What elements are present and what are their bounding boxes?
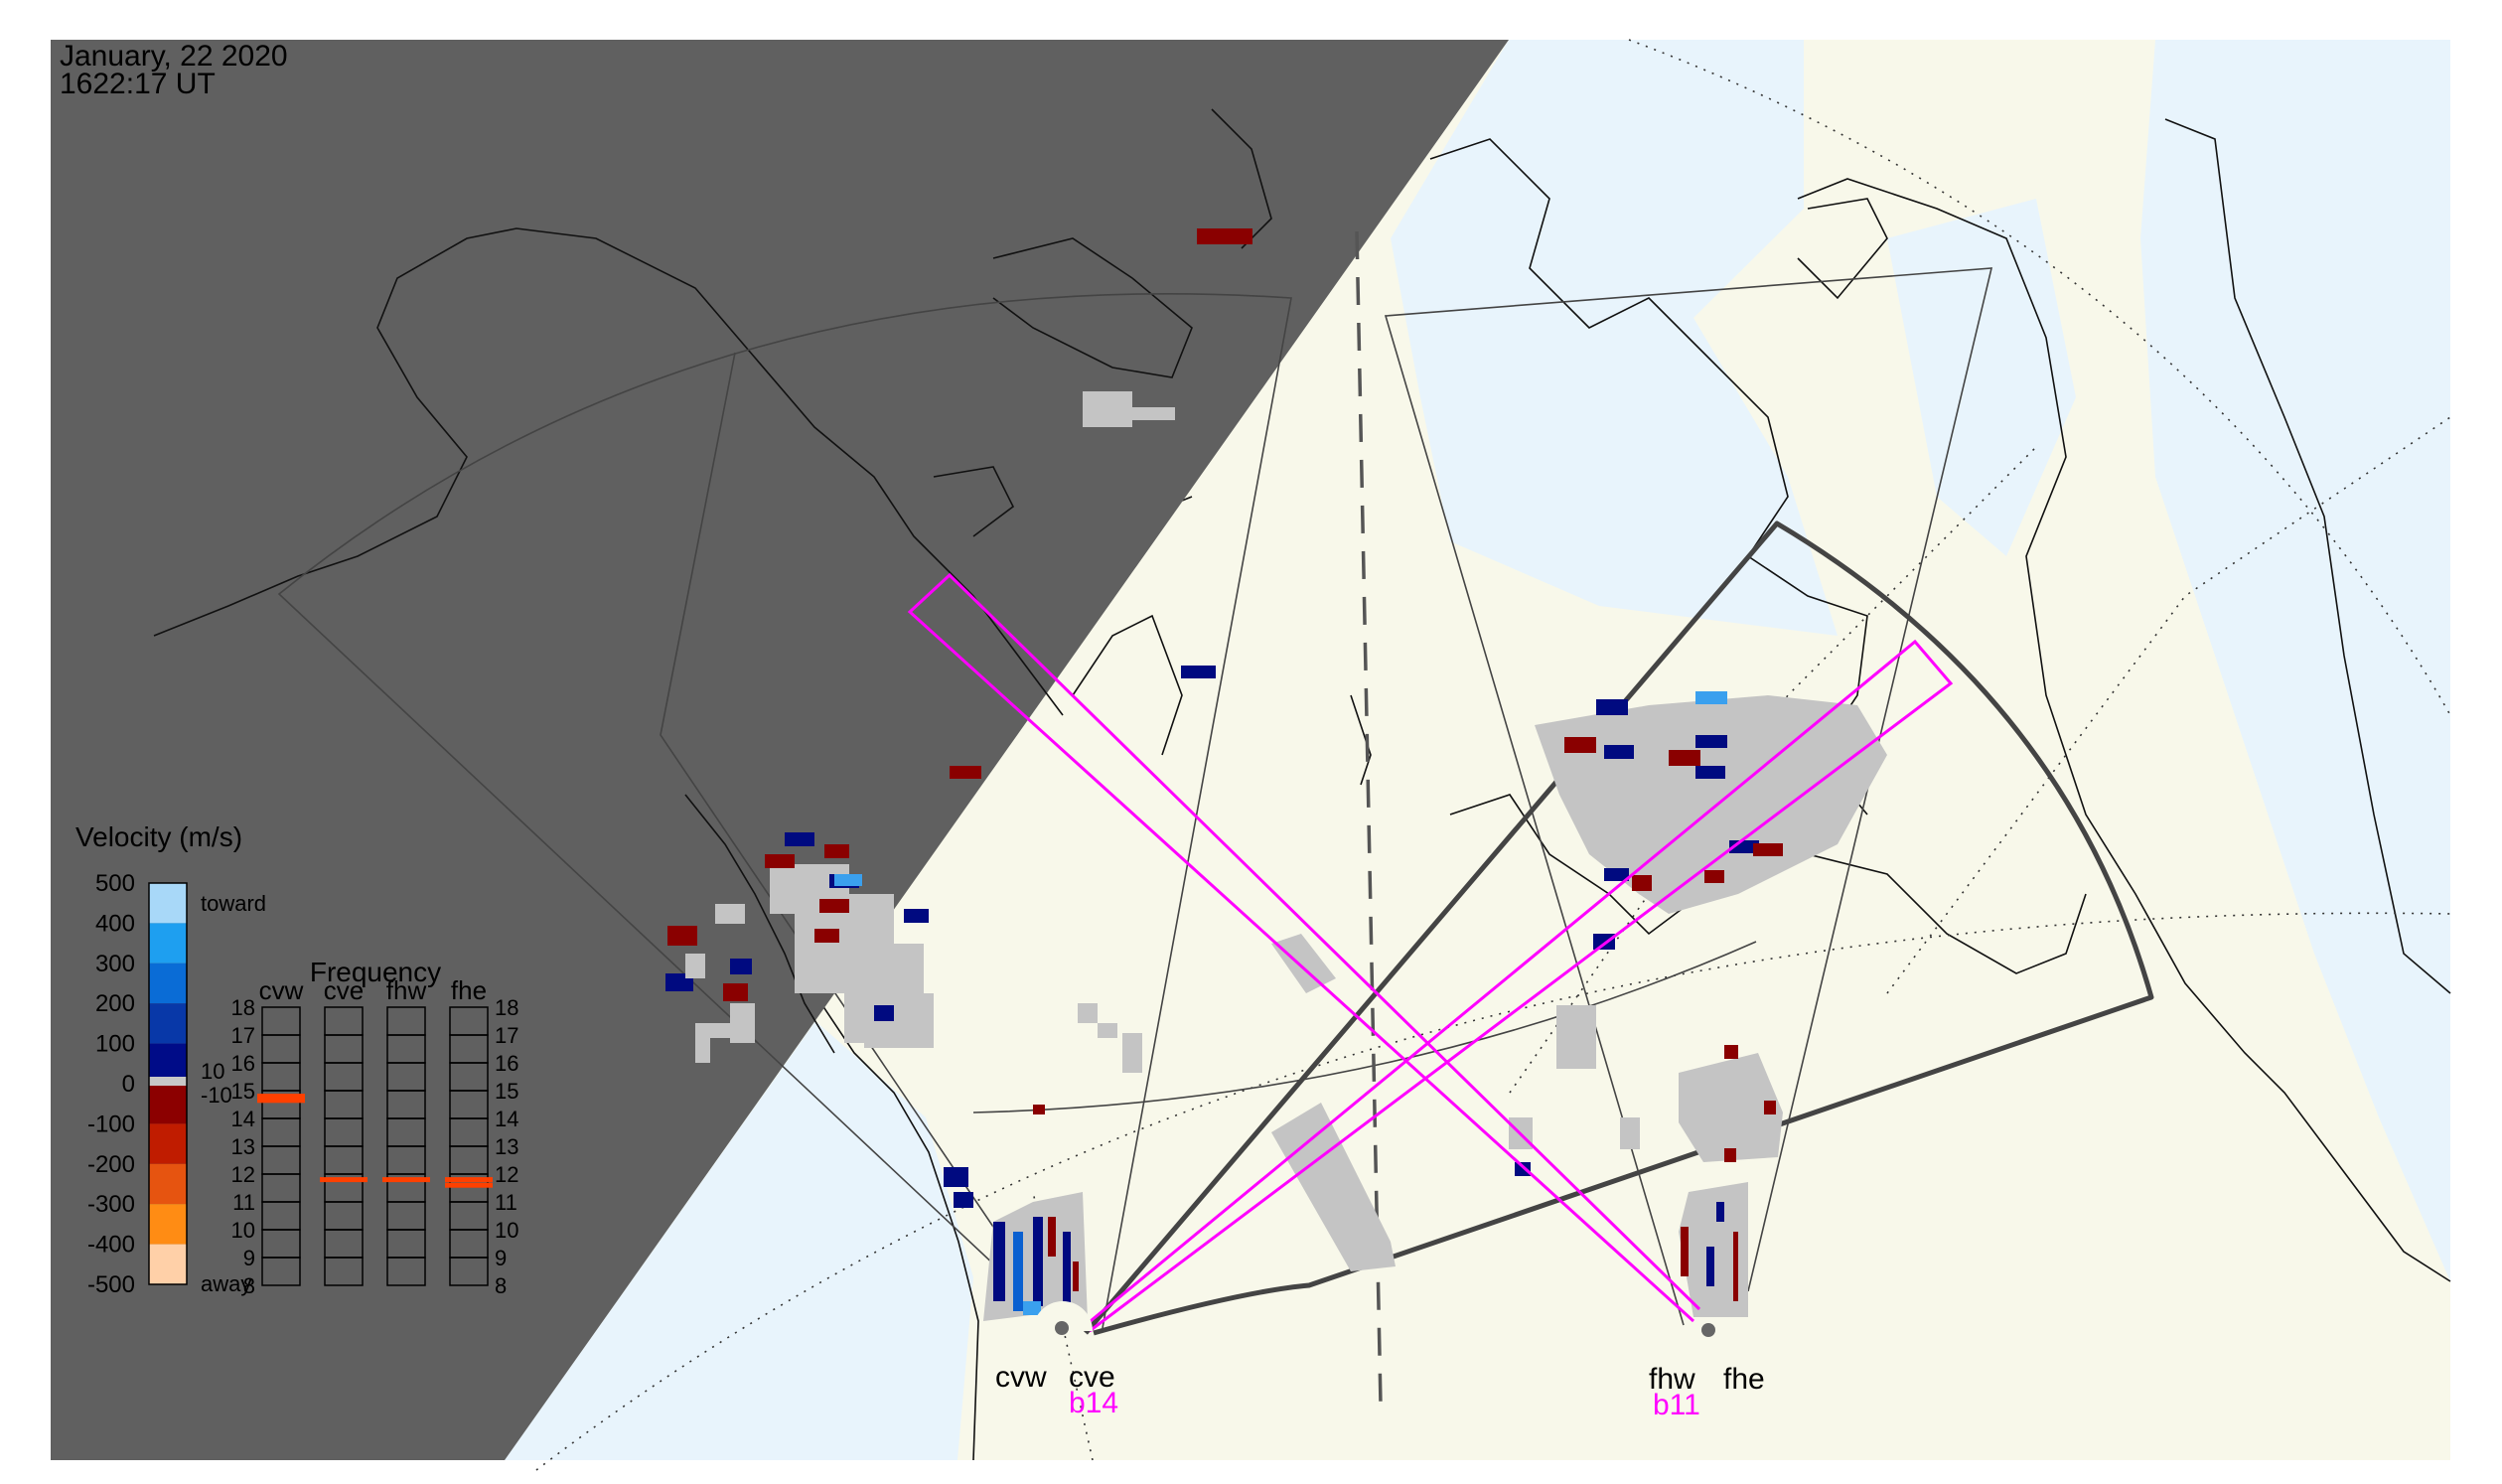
velocity-legend: Velocity (m/s) toward away 10 -10 500 400… [75,821,266,1298]
beam-b14 [1085,639,1954,1333]
colorbar-segment [149,1123,187,1164]
frequency-tick-right: 13 [495,1134,518,1159]
site-label-cvw: cvw [995,1361,1047,1394]
colorbar-segment [149,883,187,924]
colorbar-segment [149,1163,187,1205]
cvw-fov [277,293,1292,1329]
frequency-legend-title: Frequency [310,957,441,987]
dashed-meridian [1355,230,1383,1406]
ground-scatter-lower-label: -10 [201,1083,232,1108]
beam-label-b11: b11 [1653,1389,1700,1421]
colorbar-tick-label: 400 [95,910,135,937]
frequency-marker-cvw [257,1098,305,1104]
beam-label-b14: b14 [1069,1387,1118,1419]
scatter-cells [665,228,1887,1321]
frequency-tick-right: 12 [495,1162,518,1187]
frequency-tick-left: 15 [231,1079,255,1104]
frequency-tick-left: 18 [231,995,255,1020]
near-range-arc [972,941,1757,1113]
frequency-tick-left: 8 [243,1273,255,1298]
frequency-marker-fhe [445,1177,493,1183]
frequency-tick-left: 9 [243,1246,255,1270]
frequency-tick-right: 18 [495,995,518,1020]
frequency-marker-cvw [257,1094,305,1100]
site-label-cve: cve [1069,1361,1115,1394]
frequency-column-label-cvw: cvw [259,975,304,1005]
frequency-tick-right: 10 [495,1218,518,1243]
cvw-fov-inner [660,352,1063,1329]
frequency-tick-right: 15 [495,1079,518,1104]
ocean-east [2140,40,2450,1281]
radar-sites: cvw cve b14 fhw fhe b11 [995,1301,1765,1421]
colorbar-tick-label: -400 [87,1232,135,1259]
colorbar-segment [149,1204,187,1245]
frequency-column-label-fhe: fhe [451,975,487,1005]
colorbar-segment [149,1084,187,1124]
plot-date: January, 22 2020 [60,40,288,73]
cve-fov [1084,520,2154,1336]
ocean-bay [1887,199,2076,556]
night-coastlines [153,108,1272,1054]
site-label-fhe: fhe [1723,1363,1765,1396]
colorbar-tick-label: 500 [95,870,135,897]
beam-overlays [907,572,1954,1333]
ground-scatter-upper-label: 10 [201,1059,224,1084]
frequency-tick-left: 12 [231,1162,255,1187]
frequency-tick-left: 11 [232,1190,255,1215]
ocean-arctic [1391,40,1838,636]
colorbar-segment [149,923,187,964]
frequency-column-label-cve: cve [324,975,364,1005]
frequency-tick-right: 8 [495,1273,507,1298]
colorbar-tick-label: -500 [87,1271,135,1298]
colorbar-tick-label: -100 [87,1111,135,1137]
colorbar-tick-label: -200 [87,1151,135,1178]
frequency-cell [449,1257,489,1286]
fh-site-dot [1701,1323,1715,1337]
frequency-marker-fhe [445,1182,493,1188]
frequency-cell [324,1257,364,1286]
frequency-tick-right: 17 [495,1023,518,1048]
map-panel: cvw cve b14 fhw fhe b11 January, 22 2020… [51,39,2451,1471]
frequency-tick-left: 17 [231,1023,255,1048]
ground-scatter-band [149,1077,187,1086]
colorbar-tick-label: 200 [95,990,135,1017]
frequency-tick-left: 10 [231,1218,255,1243]
frequency-tick-right: 14 [495,1107,518,1131]
frequency-tick-right: 11 [495,1190,517,1215]
toward-label: toward [201,891,266,916]
ocean-pacific [505,1021,973,1460]
site-label-fhw: fhw [1649,1363,1695,1396]
beam-b11 [907,572,1701,1323]
velocity-legend-title: Velocity (m/s) [75,821,242,852]
colorbar-tick-label: 300 [95,951,135,977]
frequency-marker-fhw [382,1177,430,1183]
colorbar-tick-label: 0 [122,1071,135,1098]
colorbar-frame [148,882,188,1285]
frequency-tick-left: 16 [231,1051,255,1076]
frequency-marker-cve [320,1177,368,1183]
colorbar-tick-label: -300 [87,1191,135,1218]
colorbar-segment [149,963,187,1004]
frequency-cell [261,1257,301,1286]
latitude-longitude-grid [535,39,2451,1471]
cv-site-dot [1055,1321,1069,1335]
frequency-column-label-fhw: fhw [386,975,427,1005]
colorbar-tick-label: 100 [95,1031,135,1058]
frequency-tick-right: 9 [495,1246,507,1270]
colorbar-segment [149,1244,187,1284]
away-label: away [201,1271,251,1296]
frequency-cell [386,1257,426,1286]
frequency-tick-left: 14 [231,1107,255,1131]
frequency-tick-left: 13 [231,1134,255,1159]
frequency-tick-right: 16 [495,1051,518,1076]
cv-site-marker [1033,1301,1093,1331]
colorbar-segment [149,1003,187,1044]
plot-time: 1622:17 UT [60,68,216,100]
